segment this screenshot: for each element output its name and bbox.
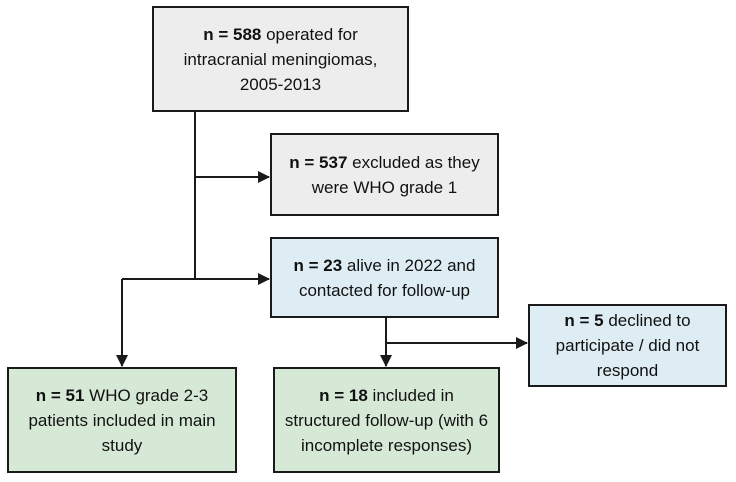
label-main-study-51: WHO grade 2-3 patients included in main … [28,385,216,455]
count-588: n = 588 [203,24,262,44]
count-537: n = 537 [289,152,348,172]
flow-box-main-study-51-text: n = 51 WHO grade 2-3 patients included i… [15,383,229,458]
flow-box-operated-588-text: n = 588 operated for intracranial mening… [160,22,401,97]
flow-box-operated-588: n = 588 operated for intracranial mening… [152,6,409,112]
count-18: n = 18 [319,385,368,405]
count-51: n = 51 [35,385,85,405]
flow-box-declined-5: n = 5 declined to participate / did not … [528,304,727,387]
label-excluded-537: excluded as they were WHO grade 1 [311,152,480,197]
flow-box-alive-23-text: n = 23 alive in 2022 and contacted for f… [278,253,491,303]
flow-box-followup-18-text: n = 18 included in structured follow-up … [281,383,492,458]
label-declined-5: declined to participate / did not respon… [555,311,700,380]
flow-box-excluded-537: n = 537 excluded as they were WHO grade … [270,133,499,216]
label-followup-18: included in structured follow-up (with 6… [284,385,489,455]
flow-box-followup-18: n = 18 included in structured follow-up … [273,367,500,473]
flow-box-alive-23: n = 23 alive in 2022 and contacted for f… [270,237,499,318]
flow-box-declined-5-text: n = 5 declined to participate / did not … [536,308,719,383]
label-alive-23: alive in 2022 and contacted for follow-u… [298,255,476,300]
flow-box-main-study-51: n = 51 WHO grade 2-3 patients included i… [7,367,237,473]
count-5: n = 5 [564,311,604,330]
flow-box-excluded-537-text: n = 537 excluded as they were WHO grade … [278,150,491,200]
count-23: n = 23 [293,255,343,275]
label-operated-588: operated for intracranial meningiomas, 2… [183,24,378,94]
